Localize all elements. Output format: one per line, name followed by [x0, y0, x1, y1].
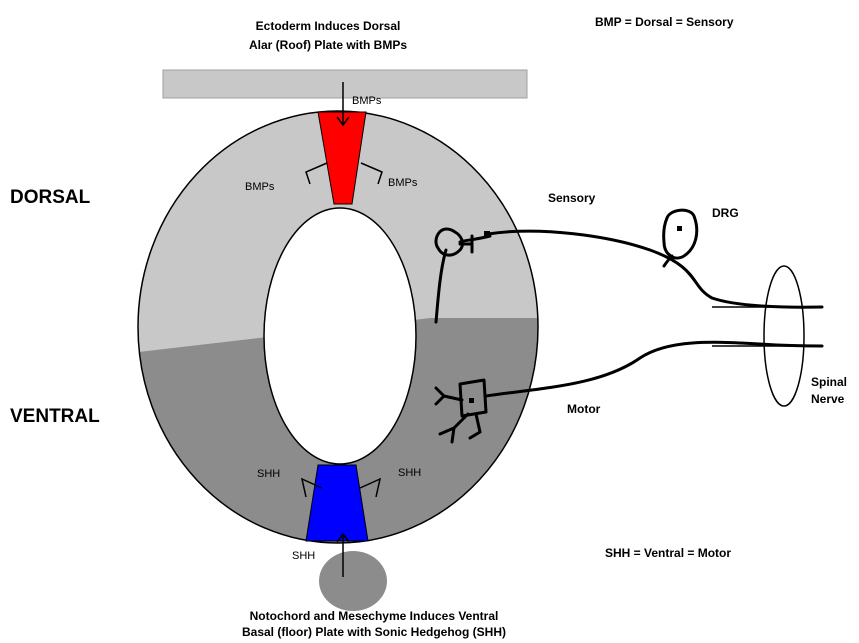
spinal-label-line2: Nerve: [811, 392, 845, 406]
sensory-label: Sensory: [548, 191, 596, 205]
motor-label: Motor: [567, 402, 601, 416]
floor-plate: [305, 464, 369, 542]
ventral-label: VENTRAL: [10, 406, 100, 427]
dorsal-label: DORSAL: [10, 187, 91, 208]
bmps-top-label: BMPs: [352, 95, 382, 107]
bottom-title-line2: Basal (floor) Plate with Sonic Hedgehog …: [242, 625, 506, 639]
central-canal: [263, 207, 417, 465]
shh-left-label: SHH: [257, 468, 280, 480]
neural-tube: [137, 110, 539, 544]
shh-arrows: [300, 477, 382, 577]
bottom-title-line1: Notochord and Mesechyme Induces Ventral: [250, 609, 499, 623]
bmps-left-label: BMPs: [245, 181, 275, 193]
notochord: [319, 551, 387, 611]
top-title-line2: Alar (Roof) Plate with BMPs: [249, 38, 407, 52]
spinal-label-line1: Spinal: [811, 375, 847, 389]
spinal-nerve: [763, 265, 805, 407]
shh-bottom-label: SHH: [292, 550, 315, 562]
top-title-line1: Ectoderm Induces Dorsal: [256, 19, 401, 33]
bmps-right-label: BMPs: [388, 177, 418, 189]
shh-right-label: SHH: [398, 467, 421, 479]
sensory-neuron: [434, 227, 824, 324]
shh-legend: SHH = Ventral = Motor: [605, 546, 731, 560]
drg: [662, 208, 699, 268]
ectoderm-plate: [162, 69, 528, 99]
drg-label: DRG: [712, 206, 739, 220]
roof-plate: [317, 111, 367, 205]
bmp-legend: BMP = Dorsal = Sensory: [595, 15, 734, 29]
bmp-arrows: [305, 82, 383, 185]
